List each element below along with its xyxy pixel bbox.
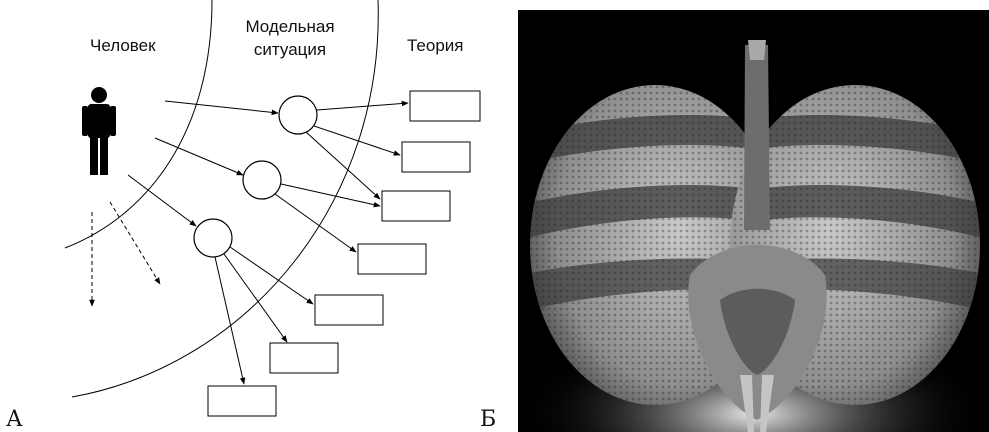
head-seam	[744, 45, 770, 230]
panel-letter-a: А	[6, 407, 23, 432]
label-person: Человек	[90, 36, 156, 55]
theory-box-2	[402, 142, 470, 172]
model-node-1	[279, 96, 317, 134]
boundary-arc-outer	[72, 0, 378, 397]
theory-box-4	[358, 244, 426, 274]
arrow-node3-box6	[224, 254, 287, 342]
model-node-3	[194, 219, 232, 257]
theory-box-5	[315, 295, 383, 325]
arrow-node1-box3	[306, 132, 380, 199]
label-theory: Теория	[407, 36, 464, 55]
panel-letter-b: Б	[480, 407, 496, 432]
arrow-person-node1	[165, 101, 278, 113]
theory-box-3	[382, 191, 450, 221]
antenna-tuft	[748, 40, 766, 60]
arrow-node2-box4	[275, 194, 356, 252]
panel-a-diagram: Человек Модельная ситуация Теория	[6, 0, 480, 432]
dashed-arrow-2	[110, 202, 160, 284]
theory-box-6	[270, 343, 338, 373]
arrow-node1-box1	[317, 103, 408, 110]
theory-box-1	[410, 91, 480, 121]
theory-box-7	[208, 386, 276, 416]
person-icon	[82, 87, 116, 175]
arrow-node3-box5	[230, 247, 313, 304]
fly-head-photo	[518, 10, 989, 432]
label-model-line2: ситуация	[254, 40, 326, 59]
arrow-person-node2	[155, 138, 243, 175]
label-model-line1: Модельная	[245, 17, 334, 36]
arrow-node2-box3	[281, 184, 380, 206]
model-node-2	[243, 161, 281, 199]
